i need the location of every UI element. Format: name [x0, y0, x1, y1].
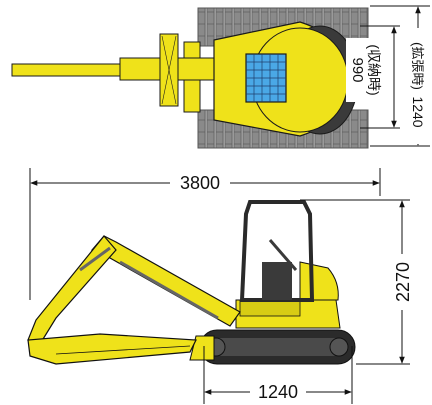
overall-height-value: 2270: [393, 262, 413, 302]
side-counterweight: [299, 261, 339, 301]
length-dimension: 3800: [29, 168, 381, 300]
track-length-value: 1240: [258, 382, 298, 402]
side-view: [27, 200, 356, 365]
side-dozer-blade: [189, 335, 215, 361]
height-dimension: 2270: [300, 199, 413, 365]
side-bucket: [27, 333, 197, 365]
track-length-dimension: 1240: [203, 346, 353, 404]
overall-length-value: 3800: [180, 173, 220, 193]
side-cab-frame: [239, 200, 315, 302]
top-view: [11, 7, 369, 149]
top-arm: [11, 63, 123, 77]
side-cab-seat: [262, 262, 292, 300]
width-extended-note: (拡張時): [410, 42, 425, 90]
width-dimensions: (収納時) 990 (拡張時) 1240: [346, 5, 430, 147]
width-retracted-note: (収納時): [366, 44, 382, 95]
width-retracted-value: 990: [349, 57, 366, 82]
width-extended-value: 1240: [410, 96, 426, 127]
